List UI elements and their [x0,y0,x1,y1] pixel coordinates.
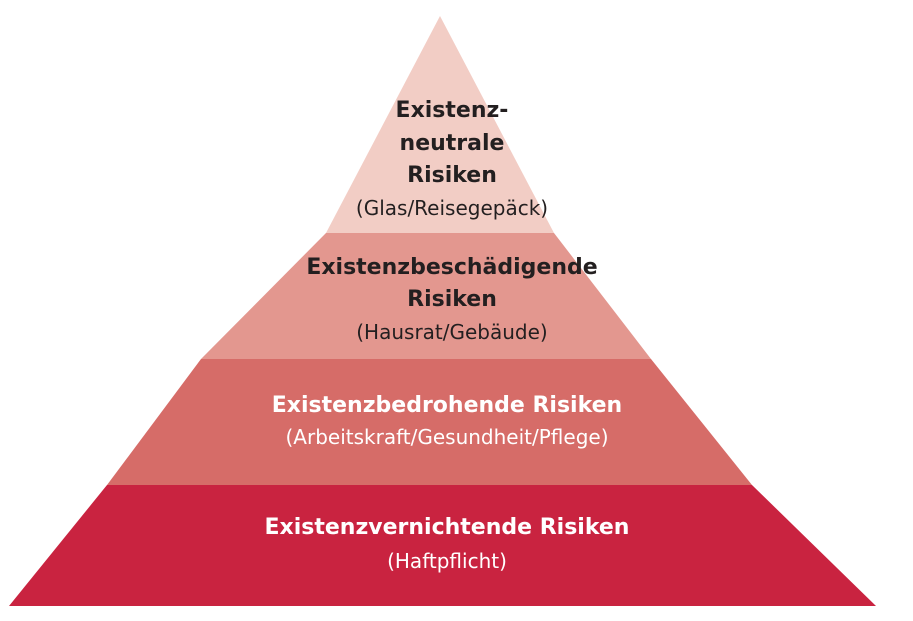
tier-2-subtitle: (Hausrat/Gebäude) [356,320,547,344]
tier-2-title-line-1: Existenzbeschädigende [306,255,597,280]
tier-existenzneutral: Existenz- neutrale Risiken (Glas/Reisege… [326,16,554,233]
tier-1-title-line-3: Risiken [407,163,497,188]
tier-3-shape [107,359,752,485]
tier-existenzbedrohend: Existenzbedrohende Risiken (Arbeitskraft… [107,359,752,485]
tier-1-title-line-1: Existenz- [396,98,509,123]
tier-existenzbeschaedigend: Existenzbeschädigende Risiken (Hausrat/G… [201,233,651,359]
tier-4-shape [9,485,876,606]
tier-existenzvernichtend: Existenzvernichtende Risiken (Haftpflich… [9,485,876,606]
tier-1-title-line-2: neutrale [400,131,505,156]
tier-1-subtitle: (Glas/Reisegepäck) [356,196,548,220]
tier-2-title-line-2: Risiken [407,287,497,312]
tier-3-subtitle: (Arbeitskraft/Gesundheit/Pflege) [285,425,608,449]
tier-4-title: Existenzvernichtende Risiken [265,515,630,540]
tier-1-shape [326,16,554,233]
tier-4-subtitle: (Haftpflicht) [387,549,507,573]
tier-2-shape [201,233,651,359]
tier-3-title: Existenzbedrohende Risiken [272,393,622,418]
